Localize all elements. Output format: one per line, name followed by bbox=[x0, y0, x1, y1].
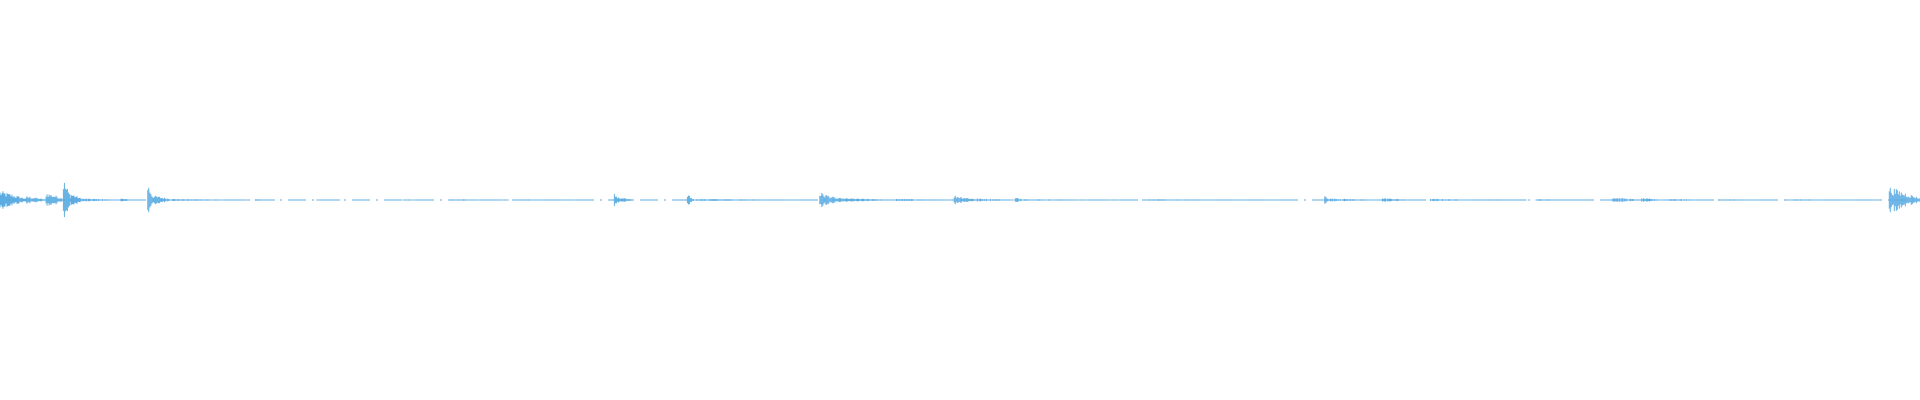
waveform-segment bbox=[45, 194, 66, 206]
waveform-segment bbox=[1429, 198, 1488, 202]
waveform-segment bbox=[172, 198, 250, 202]
waveform-segment bbox=[621, 198, 634, 202]
waveform-segment bbox=[692, 198, 818, 202]
waveform-bars bbox=[0, 182, 1920, 218]
waveform-segment bbox=[254, 199, 275, 201]
waveform-segment bbox=[0, 191, 27, 209]
waveform-segment bbox=[1785, 199, 1882, 201]
waveform-segment bbox=[1487, 199, 1527, 201]
waveform-segment bbox=[153, 195, 174, 205]
waveform-segment bbox=[450, 199, 509, 201]
waveform-segment bbox=[1717, 199, 1776, 201]
waveform-segment bbox=[1324, 196, 1331, 204]
waveform-segment bbox=[1669, 199, 1709, 201]
waveform-segment bbox=[1641, 198, 1666, 202]
waveform-segment bbox=[1141, 199, 1296, 201]
waveform-segment bbox=[1381, 198, 1411, 202]
waveform-segment bbox=[120, 198, 133, 202]
waveform-segment bbox=[976, 198, 1016, 202]
waveform-segment bbox=[953, 195, 978, 205]
waveform-segment bbox=[26, 196, 47, 204]
waveform-segment bbox=[70, 194, 83, 206]
waveform-segment bbox=[517, 199, 576, 201]
waveform-segment bbox=[819, 193, 840, 207]
waveform-segment bbox=[1036, 199, 1133, 201]
waveform-segment bbox=[402, 199, 423, 201]
waveform-segment bbox=[62, 182, 71, 218]
waveform-segment bbox=[1888, 187, 1920, 213]
waveform-segment bbox=[896, 199, 955, 201]
waveform-segment bbox=[316, 199, 341, 201]
waveform-segment bbox=[1535, 199, 1594, 201]
waveform-segment bbox=[1612, 198, 1640, 202]
waveform-segment bbox=[1015, 198, 1032, 202]
waveform-segment bbox=[613, 194, 622, 206]
waveform-segment bbox=[82, 198, 122, 202]
waveform-segment bbox=[686, 195, 693, 205]
waveform-segment bbox=[147, 187, 154, 213]
waveform-segment bbox=[1330, 198, 1379, 202]
waveform-segment bbox=[838, 198, 897, 202]
